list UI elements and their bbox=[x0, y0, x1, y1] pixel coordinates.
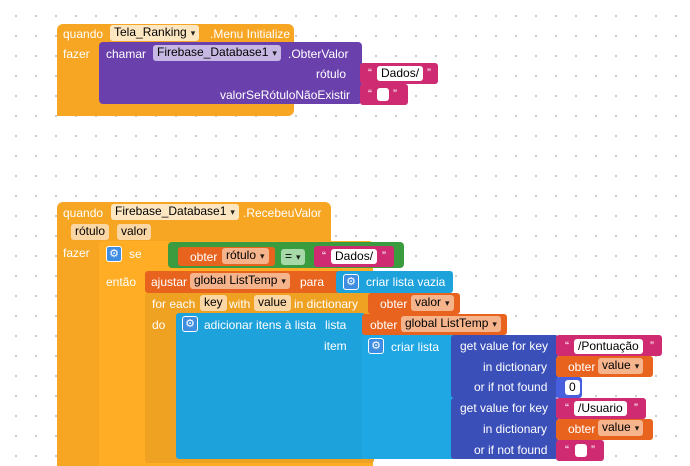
when-keyword: quando bbox=[63, 27, 104, 41]
listtemp-dropdown[interactable]: global ListTemp bbox=[401, 316, 501, 332]
gear-icon[interactable]: ⚙ bbox=[106, 246, 122, 262]
quote-open-icon: “ bbox=[565, 401, 569, 415]
event-name: .Menu Initialize bbox=[210, 27, 291, 41]
get-keyword: obter bbox=[190, 250, 218, 264]
target-dropdown[interactable]: Firebase_Database1 bbox=[153, 45, 281, 61]
param-valor[interactable]: valor bbox=[117, 224, 152, 240]
then-keyword: então bbox=[106, 275, 137, 289]
add-items-label: adicionar itens à lista bbox=[204, 318, 317, 332]
in-dict-label: in dictionary bbox=[483, 360, 548, 374]
quote-open-icon: “ bbox=[368, 87, 372, 101]
to-keyword: para bbox=[300, 275, 325, 289]
get-value-for-key-label: get value for key bbox=[460, 339, 549, 353]
key1-string-value[interactable]: /Pontuação bbox=[574, 339, 643, 354]
make-list-label: criar lista bbox=[391, 340, 440, 354]
quote-open-icon: “ bbox=[565, 443, 569, 457]
quote-open-icon: “ bbox=[368, 66, 372, 80]
default-string-value[interactable] bbox=[377, 88, 389, 101]
valor-dropdown[interactable]: valor bbox=[411, 295, 454, 311]
get-keyword: obter bbox=[568, 422, 596, 436]
gear-icon[interactable]: ⚙ bbox=[343, 274, 359, 290]
gear-icon[interactable]: ⚙ bbox=[368, 338, 384, 354]
tag-string-value[interactable]: Dados/ bbox=[377, 66, 424, 81]
quote-open-icon: “ bbox=[565, 339, 569, 353]
with-keyword: with bbox=[229, 297, 251, 311]
value-dropdown-2[interactable]: value bbox=[598, 420, 644, 436]
set-keyword: ajustar bbox=[151, 275, 188, 289]
item-label: item bbox=[324, 339, 347, 353]
make-list-block[interactable] bbox=[362, 335, 457, 459]
get-var-dropdown[interactable]: rótulo bbox=[222, 248, 269, 264]
call-keyword: chamar bbox=[106, 47, 147, 61]
do-keyword: fazer bbox=[63, 47, 90, 61]
for-each-keyword: for each bbox=[152, 297, 196, 311]
get-value-for-key-label: get value for key bbox=[460, 401, 549, 415]
value-var[interactable]: value bbox=[254, 295, 291, 311]
component-dropdown[interactable]: Firebase_Database1 bbox=[111, 204, 239, 220]
quote-close-icon: ” bbox=[382, 249, 386, 263]
default-label: valorSeRótuloNãoExistir bbox=[220, 88, 351, 102]
value-dropdown-1[interactable]: value bbox=[598, 358, 644, 374]
quote-close-icon: ” bbox=[634, 401, 638, 415]
equals-dropdown[interactable]: = bbox=[281, 249, 305, 265]
do-keyword: fazer bbox=[63, 246, 90, 260]
gear-icon[interactable]: ⚙ bbox=[182, 316, 198, 332]
get-value-for-key-block-2[interactable] bbox=[451, 398, 558, 459]
quote-close-icon: ” bbox=[393, 87, 397, 101]
or-if-not-found-label: or if not found bbox=[474, 380, 548, 394]
key-var[interactable]: key bbox=[200, 295, 227, 311]
set-var-dropdown[interactable]: global ListTemp bbox=[190, 273, 290, 289]
method-name: .ObterValor bbox=[288, 47, 349, 61]
in-dict-label: in dictionary bbox=[483, 422, 548, 436]
event-name: .RecebeuValor bbox=[243, 206, 322, 220]
tag-label: rótulo bbox=[316, 67, 347, 81]
key2-string-value[interactable]: /Usuario bbox=[574, 401, 627, 416]
if-keyword: se bbox=[129, 247, 142, 261]
get-keyword: obter bbox=[568, 360, 596, 374]
create-empty-list-label: criar lista vazia bbox=[366, 275, 446, 289]
quote-open-icon: “ bbox=[322, 249, 326, 263]
add-items-to-list-block[interactable] bbox=[176, 313, 365, 459]
get-keyword: obter bbox=[380, 297, 408, 311]
do-keyword: do bbox=[152, 318, 166, 332]
quote-close-icon: ” bbox=[591, 443, 595, 457]
param-rotulo[interactable]: rótulo bbox=[71, 224, 110, 240]
component-dropdown[interactable]: Tela_Ranking bbox=[110, 25, 200, 41]
quote-close-icon: ” bbox=[650, 339, 654, 353]
create-empty-list-block[interactable] bbox=[336, 271, 453, 293]
compare-string-value[interactable]: Dados/ bbox=[331, 249, 378, 264]
get-value-for-key-block-1[interactable] bbox=[451, 335, 558, 398]
quote-close-icon: ” bbox=[427, 66, 431, 80]
get-keyword: obter bbox=[370, 318, 398, 332]
when-keyword: quando bbox=[63, 206, 104, 220]
notfound2-string-value[interactable] bbox=[575, 444, 587, 457]
notfound1-number-value[interactable]: 0 bbox=[565, 380, 580, 395]
or-if-not-found-label: or if not found bbox=[474, 443, 548, 457]
in-dict-keyword: in dictionary bbox=[294, 297, 359, 311]
list-label: lista bbox=[325, 318, 347, 332]
